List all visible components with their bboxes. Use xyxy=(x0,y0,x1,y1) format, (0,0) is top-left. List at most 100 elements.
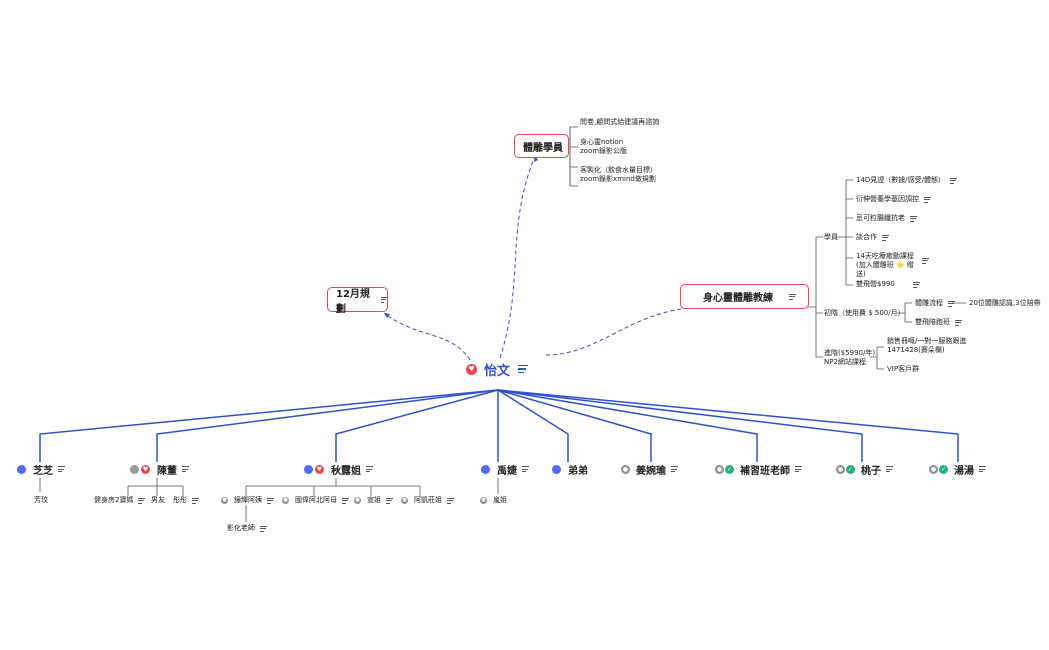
child-chendong[interactable]: ♥ 陳董 xyxy=(130,461,189,477)
note-lines-icon[interactable] xyxy=(671,465,678,474)
child-zhizhi[interactable]: 芝芝 xyxy=(17,461,65,477)
student-item-4: 客製化（飲食水量目標） xyxy=(580,166,657,174)
dot-icon xyxy=(552,464,561,474)
note-lines-icon[interactable] xyxy=(882,233,889,242)
plan-label: 12月規劃 xyxy=(336,288,370,315)
person-icon: ● xyxy=(354,497,361,504)
note-lines-icon[interactable] xyxy=(979,465,986,474)
double-item[interactable]: 雙飛陪跑班 xyxy=(915,318,962,327)
note-lines-icon[interactable] xyxy=(260,524,267,533)
heart-icon: ♥ xyxy=(315,464,324,474)
note-lines-icon[interactable] xyxy=(192,496,199,505)
note-lines-icon[interactable] xyxy=(922,256,929,265)
sub-guowei[interactable]: ●國偉阿北阿母 xyxy=(282,496,349,505)
green-badge-icon: ✓ xyxy=(725,464,734,474)
note-lines-icon[interactable] xyxy=(789,292,796,301)
green-badge-icon: ✓ xyxy=(846,464,855,474)
dot-icon xyxy=(17,464,26,474)
child-yujie[interactable]: 禹婕 xyxy=(481,461,529,477)
sub-tongtong[interactable]: 彤彤 xyxy=(173,496,199,505)
note-lines-icon[interactable] xyxy=(910,214,917,223)
xueyuan-item-6: 雙飛營$990 xyxy=(856,280,895,288)
vip-item: VIP客戶群 xyxy=(887,365,920,373)
xueyuan-item-5c: 送) xyxy=(856,270,866,278)
advanced-label: 進階($5990/年) xyxy=(824,349,876,357)
note-lines-icon[interactable] xyxy=(955,318,962,327)
root-to-taozi xyxy=(497,389,863,462)
note-lines-icon[interactable] xyxy=(267,496,274,505)
person-icon: ● xyxy=(221,497,228,504)
child-didi[interactable]: 弟弟 xyxy=(552,461,588,477)
initial-items xyxy=(897,302,912,323)
person-icon: ● xyxy=(836,464,845,474)
root-node[interactable]: ♥ 怡文 xyxy=(466,359,529,379)
dot-icon xyxy=(481,464,490,474)
xueyuan-label: 學員 xyxy=(824,233,838,241)
coach-node[interactable]: 身心靈體雕教練 xyxy=(680,284,809,309)
note-lines-icon[interactable] xyxy=(366,465,373,474)
child-taozi[interactable]: ● ✓ 桃子 xyxy=(836,461,893,477)
xueyuan-item-4[interactable]: 談合作 xyxy=(856,233,889,242)
xueyuan-item-1[interactable]: 14D見證（數據/感受/體態） xyxy=(856,176,958,185)
student-item-5: zoom錄影xmind做規劃 xyxy=(580,175,656,183)
heart-icon: ♥ xyxy=(141,464,150,474)
xueyuan-items xyxy=(838,179,853,286)
root-to-coach xyxy=(545,306,701,356)
note-lines-icon[interactable] xyxy=(182,465,189,474)
xueyuan-item-3[interactable]: 忌可粒腸纖抗老 xyxy=(856,214,917,223)
heart-icon: ♥ xyxy=(466,363,477,375)
sub-akai[interactable]: ●阿凱莊姐 xyxy=(401,496,454,505)
root-label: 怡文 xyxy=(484,363,511,379)
green-badge-icon: ✓ xyxy=(939,464,948,474)
note-lines-icon[interactable] xyxy=(138,496,146,505)
sub-yinghua[interactable]: 影化老師 xyxy=(227,524,267,533)
advanced-items xyxy=(870,346,884,370)
flow-item[interactable]: 體雕流程 xyxy=(915,299,955,308)
xueyuan-item-2[interactable]: 衍伸營養學基因調控 xyxy=(856,195,931,204)
child-buxiban[interactable]: ● ✓ 補習班老師 xyxy=(715,461,802,477)
sub-xuanjie[interactable]: ●宣姐 xyxy=(354,496,393,505)
note-lines-icon[interactable] xyxy=(522,465,529,474)
note-lines-icon[interactable] xyxy=(950,176,958,185)
root-to-zhizhi xyxy=(39,389,499,462)
sub-fangwen: 芳玟 xyxy=(34,496,48,504)
note-lines-icon[interactable] xyxy=(342,496,349,505)
person-icon: ● xyxy=(715,464,724,474)
note-lines-icon[interactable] xyxy=(795,465,802,474)
student-item-3: zoom錄影公版 xyxy=(580,147,628,155)
child-jiang[interactable]: ● 姜婉瑜 xyxy=(621,461,678,477)
sub-boyfriend: 男友 xyxy=(151,496,165,504)
student-node[interactable]: 體雕學員 xyxy=(514,134,569,158)
flow-note: 20位體雕認識,3位陪帶 xyxy=(969,299,1041,307)
dot-icon xyxy=(304,464,313,474)
student-label: 體雕學員 xyxy=(523,142,563,154)
sub-zhonghui[interactable]: ●鐘輝阿姨 xyxy=(221,496,274,505)
note-lines-icon[interactable] xyxy=(386,496,393,505)
note-lines-icon[interactable] xyxy=(58,465,65,474)
root-to-tangtang xyxy=(497,389,959,462)
child-tangtang[interactable]: ● ✓ 湯湯 xyxy=(929,461,986,477)
note-lines-icon[interactable] xyxy=(913,280,920,289)
qiulu-subs xyxy=(245,478,421,496)
coach-trunk xyxy=(808,236,823,358)
chendong-subs xyxy=(127,478,184,496)
sub-lanjie[interactable]: ●嵐姐 xyxy=(480,496,507,504)
note-lines-icon[interactable] xyxy=(518,363,529,376)
note-lines-icon[interactable] xyxy=(948,299,955,308)
xueyuan-item-5b: (加入體雕班 ⭐ 贈 xyxy=(856,261,914,269)
note-lines-icon[interactable] xyxy=(380,295,387,304)
child-qiulu[interactable]: ♥ 秋露姐 xyxy=(304,461,373,477)
person-icon: ● xyxy=(480,497,487,504)
note-lines-icon[interactable] xyxy=(924,195,931,204)
root-to-student xyxy=(499,155,536,359)
note-lines-icon[interactable] xyxy=(447,496,454,505)
root-to-didi xyxy=(497,389,569,462)
person-icon: ● xyxy=(282,497,289,504)
xueyuan-item-5: 14天吃療癒動課程 xyxy=(856,252,914,260)
note-lines-icon[interactable] xyxy=(886,465,893,474)
sub-gym-mom[interactable]: 健身房2寶媽 xyxy=(94,496,146,505)
root-to-buxiban xyxy=(497,389,758,462)
root-to-qiulu xyxy=(335,389,499,462)
plan-node[interactable]: 12月規劃 xyxy=(327,287,388,315)
